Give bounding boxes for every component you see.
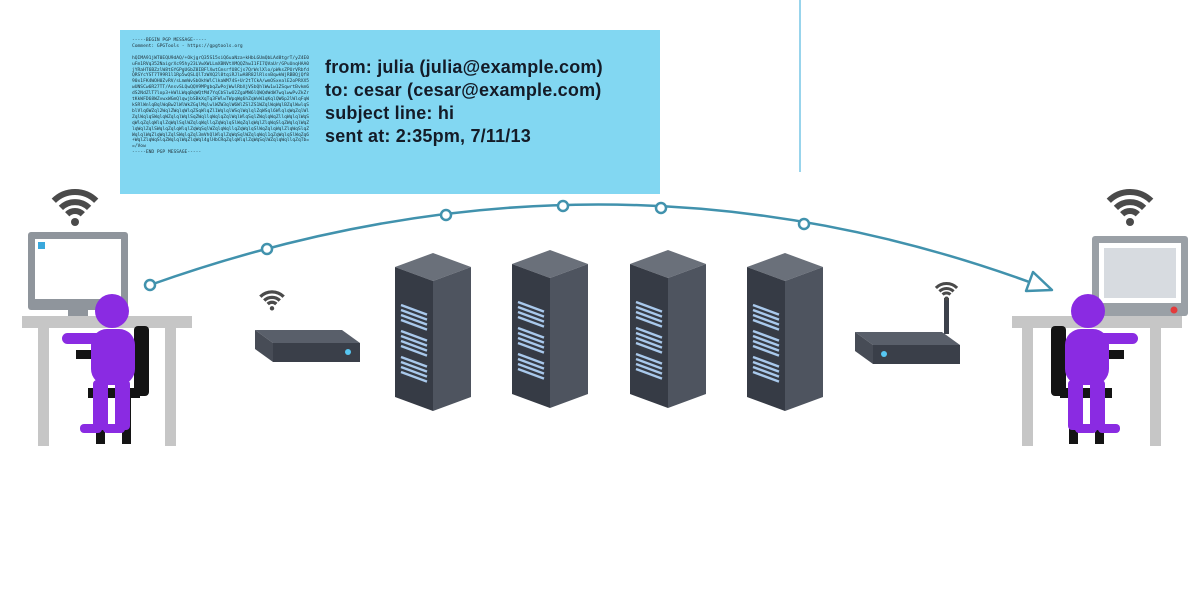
server-tower-1 (395, 253, 471, 411)
transmission-arc (149, 203, 1033, 287)
router-led (345, 349, 351, 355)
arc-node (797, 217, 811, 231)
server-vents (400, 303, 428, 383)
wifi-icon-left (51, 189, 99, 226)
router-right (855, 298, 960, 364)
pgp-message-text: -----BEGIN PGP MESSAGE----- Comment: GPG… (132, 38, 310, 156)
server-vents (635, 300, 663, 380)
header-to: to: cesar (cesar@example.com) (325, 80, 602, 100)
server-tower-4 (747, 253, 823, 411)
record-dot-icon (1170, 306, 1178, 314)
server-vents (752, 303, 780, 383)
router-led (881, 351, 887, 357)
header-sent: sent at: 2:35pm, 7/11/13 (325, 126, 531, 146)
wifi-icon-router-left (259, 290, 285, 311)
transmission-path (143, 199, 1054, 293)
arc-node (556, 199, 570, 213)
arc-node (260, 242, 274, 256)
arc-node (654, 201, 668, 215)
header-from: from: julia (julia@example.com) (325, 57, 603, 77)
server-tower-3 (630, 250, 706, 408)
person-left (62, 294, 135, 433)
arrow-head-icon (1024, 270, 1054, 293)
screen-icon (38, 242, 45, 249)
server-vents (517, 300, 545, 380)
wifi-icon-right (1106, 189, 1154, 226)
server-tower-2 (512, 250, 588, 408)
person-right (1065, 294, 1138, 433)
arc-node (439, 208, 453, 222)
email-headers: from: julia (julia@example.com) to: cesa… (325, 56, 603, 148)
wifi-icon-router-right (934, 282, 959, 301)
arc-node (143, 278, 157, 292)
monitor-right (1092, 236, 1188, 316)
router-left (255, 330, 360, 362)
antenna-router-right (944, 298, 949, 334)
message-box: -----BEGIN PGP MESSAGE----- Comment: GPG… (120, 30, 660, 194)
monitor-left (28, 232, 128, 316)
header-subject: subject line: hi (325, 103, 455, 123)
divider-line (799, 0, 801, 172)
